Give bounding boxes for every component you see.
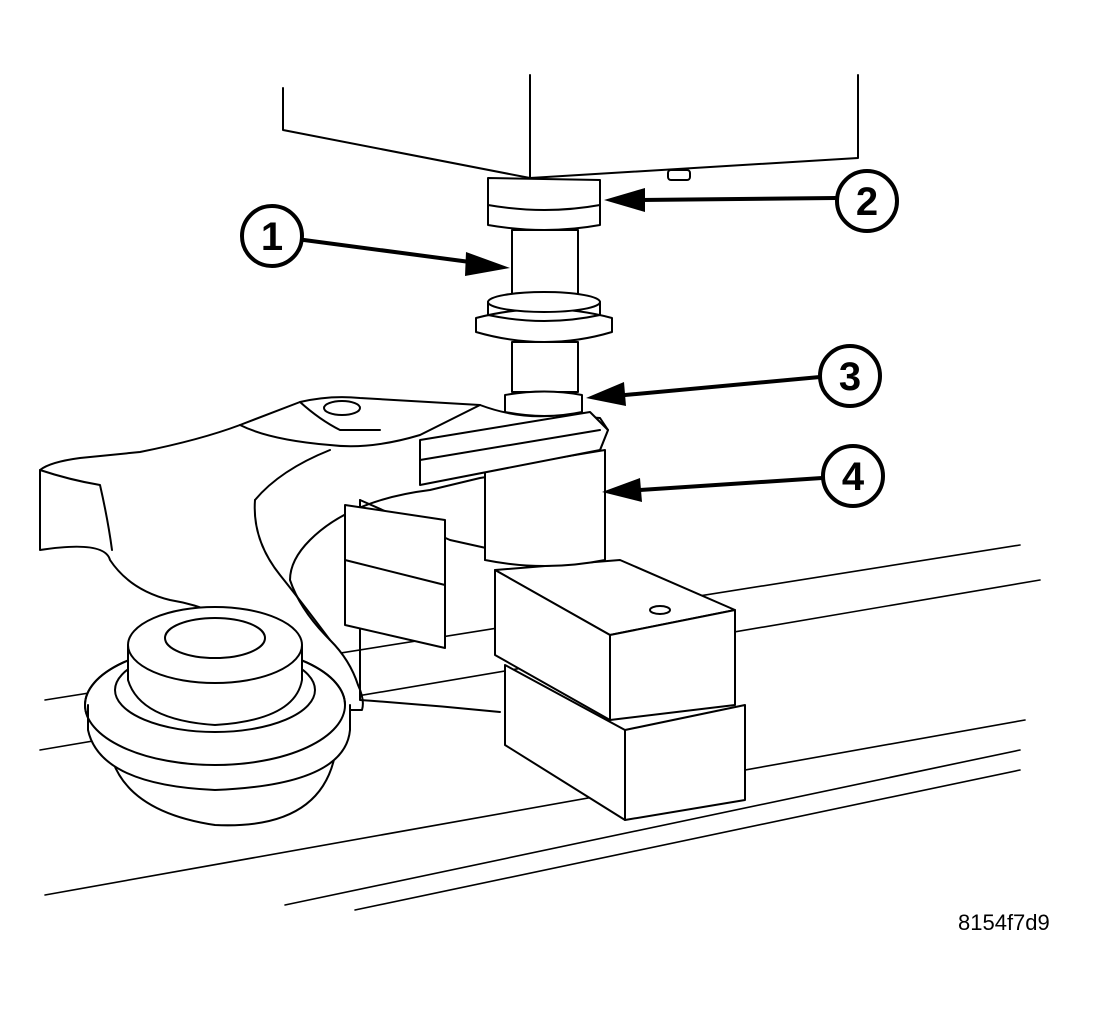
lower-driver (504, 341, 583, 417)
callout-1-label: 1 (261, 215, 283, 259)
figure-id: 8154f7d9 (958, 910, 1050, 935)
arm-eye-plate (419, 411, 609, 486)
callout-2: 2 (835, 169, 899, 233)
callout-2-circle (835, 169, 899, 233)
callout-1: 1 (240, 204, 304, 268)
callout-4-circle (821, 444, 885, 508)
receiver-cup (484, 449, 606, 567)
callout-4-label: 4 (842, 455, 865, 499)
bushing (84, 606, 351, 827)
callout-3-circle (818, 344, 882, 408)
receiving-fixture (494, 559, 746, 821)
callout-4: 4 (821, 444, 885, 508)
callout-3-label: 3 (839, 355, 861, 399)
driver-collar (475, 291, 613, 343)
left-support-block (344, 504, 446, 649)
press-body (282, 74, 859, 181)
callout-2-label: 2 (856, 180, 878, 224)
callout-3: 3 (818, 344, 882, 408)
press-ram (487, 177, 601, 231)
callout-1-circle (240, 204, 304, 268)
leader-arrows (302, 188, 838, 502)
